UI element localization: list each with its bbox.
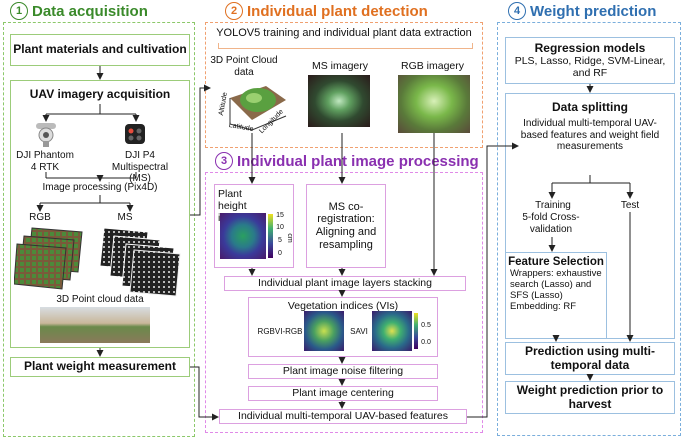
plant-detection-header: 2 Individual plant detection	[225, 2, 428, 20]
yolo-label: YOLOV5 training and individual plant dat…	[216, 27, 472, 39]
colorbar-tick-0: 0	[278, 250, 282, 257]
step-number-1: 1	[10, 2, 28, 20]
ms-imagery-label: MS imagery	[311, 60, 368, 72]
rgbvi-label: RGBVI-RGB	[257, 327, 303, 336]
ms-coregistration-box: MS co-registration: Aligning and resampl…	[306, 184, 386, 268]
prediction-multitemporal-box: Prediction using multi-temporal data	[505, 342, 675, 375]
panel-title: Data acquisition	[32, 2, 148, 20]
weight-prediction-panel	[497, 22, 681, 436]
cv-label: 5-fold Cross-validation	[522, 212, 580, 235]
data-acquisition-header: 1 Data acquisition	[10, 2, 148, 20]
plant-height-map	[220, 213, 266, 259]
point-cloud-plant-image	[226, 80, 288, 132]
training-label: Training	[535, 200, 571, 211]
uav-acquisition-box	[10, 80, 190, 348]
rgb-label: RGB	[29, 212, 51, 223]
image-processing-panel	[205, 172, 483, 433]
step-number-3: 3	[215, 152, 233, 170]
drone-multispectral-icon	[123, 122, 147, 146]
drone1-label: DJI Phantom 4 RTK	[16, 150, 74, 173]
data-splitting-title: Data splitting	[551, 100, 628, 114]
ms-orthomosaic-stack	[98, 226, 182, 298]
step-number-4: 4	[508, 2, 526, 20]
plant-height-colorbar	[268, 214, 273, 258]
point-cloud-label: 3D Point cloud data	[56, 294, 144, 305]
colorbar-tick-5: 5	[278, 237, 282, 244]
image-processing-header: 3 Individual plant image processing	[215, 152, 479, 170]
vegetation-indices-label: Vegetation indices (VIs)	[287, 300, 399, 312]
weight-prediction-header: 4 Weight prediction	[508, 2, 656, 20]
uav-acquisition-title: UAV imagery acquisition	[29, 87, 171, 101]
point-cloud-data-label: 3D Point Cloud data	[210, 55, 278, 78]
point-cloud-field-image	[40, 307, 150, 343]
drone2-label: DJI P4 Multispectral (MS)	[111, 150, 169, 184]
test-label: Test	[620, 200, 640, 211]
noise-filtering-box: Plant image noise filtering	[248, 364, 438, 379]
panel-title: Individual plant detection	[247, 2, 428, 20]
ms-label: MS	[117, 212, 133, 223]
yolo-box	[218, 43, 473, 49]
savi-tick-low: 0.0	[421, 339, 431, 346]
savi-map	[372, 311, 412, 351]
layer-stacking-box: Individual plant image layers stacking	[224, 276, 466, 291]
colorbar-tick-15: 15	[276, 212, 284, 219]
image-processing-label: Image processing (Pix4D)	[42, 182, 158, 193]
rgb-orthomosaic-stack	[13, 226, 84, 292]
colorbar-tick-10: 10	[276, 224, 284, 231]
panel-title: Individual plant image processing	[237, 152, 479, 170]
data-acquisition-panel	[3, 22, 195, 437]
ms-plant-image	[308, 75, 370, 127]
data-splitting-body: Individual multi-temporal UAV-based feat…	[520, 118, 660, 152]
savi-tick-high: 0.5	[421, 322, 431, 329]
rgbvi-map	[304, 311, 344, 351]
savi-label: SAVI	[350, 327, 368, 336]
panel-title: Weight prediction	[530, 2, 657, 20]
savi-colorbar	[414, 313, 418, 349]
rgb-imagery-label: RGB imagery	[400, 60, 464, 72]
multitemporal-features-box: Individual multi-temporal UAV-based feat…	[219, 409, 467, 424]
plant-weight-box: Plant weight measurement	[10, 357, 190, 377]
plant-materials-box: Plant materials and cultivation	[10, 34, 190, 66]
image-centering-box: Plant image centering	[248, 386, 438, 401]
weight-prediction-harvest-box: Weight prediction prior to harvest	[505, 381, 675, 414]
rgb-plant-image	[398, 75, 470, 133]
step-number-2: 2	[225, 2, 243, 20]
regression-models-box: Regression models PLS, Lasso, Ridge, SVM…	[505, 37, 675, 84]
drone-phantom-icon	[33, 121, 59, 149]
